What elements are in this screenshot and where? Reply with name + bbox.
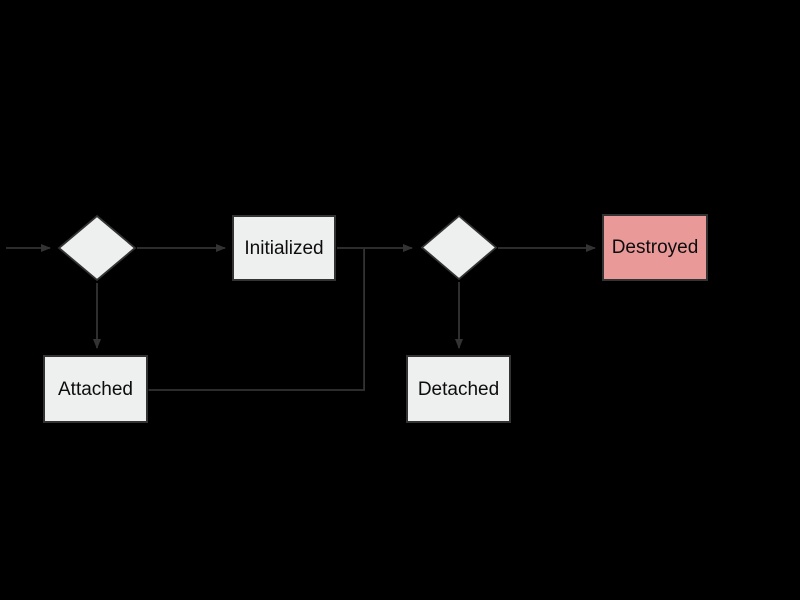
diamond-shape-icon: [57, 214, 137, 282]
state-label-initialized: Initialized: [244, 237, 324, 259]
detach-condition-diamond: [420, 214, 498, 281]
edge-attached-to-detach-condition: [148, 248, 365, 391]
state-label-attached: Attached: [58, 378, 133, 400]
state-label-detached: Detached: [417, 378, 500, 400]
diamond-shape-icon: [420, 214, 498, 281]
state-node-attached: Attached: [43, 355, 148, 423]
state-label-destroyed: Destroyed: [611, 237, 699, 258]
entry-condition-diamond: [57, 214, 137, 282]
state-node-initialized: Initialized: [232, 215, 336, 281]
state-node-destroyed: Destroyed: [602, 214, 708, 281]
state-node-detached: Detached: [406, 355, 511, 423]
